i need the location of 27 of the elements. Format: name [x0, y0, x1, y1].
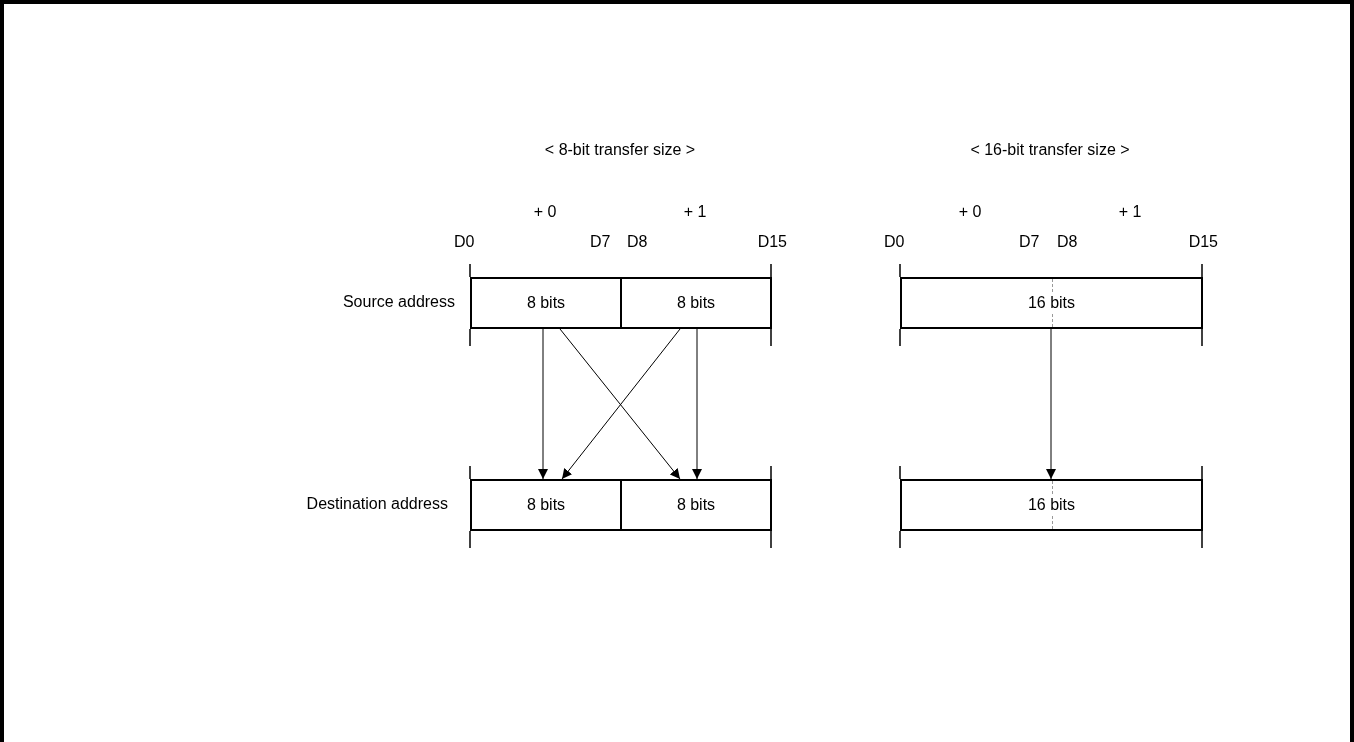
byte-offset: + 1 — [683, 202, 707, 222]
bit-label: D8 — [1057, 232, 1078, 252]
arrow — [692, 328, 702, 480]
bit-field-box — [470, 277, 622, 329]
bit-label: D15 — [757, 232, 787, 252]
arrow — [1046, 328, 1056, 480]
field-width-text: 16 bits — [1026, 495, 1077, 515]
row-label: Destination address — [306, 494, 448, 514]
bit-label: D8 — [627, 232, 648, 252]
bit-field-box — [470, 479, 622, 531]
bit-field-box — [620, 479, 772, 531]
heading: < 8-bit transfer size > — [544, 140, 696, 160]
bit-field-box — [620, 277, 772, 329]
bit-field-box — [900, 277, 1203, 329]
row-label: Source address — [342, 292, 455, 312]
bit-field-box — [900, 479, 1203, 531]
field-width-text: 16 bits — [1026, 293, 1077, 313]
bit-label: D0 — [454, 232, 475, 252]
bit-label: D15 — [1188, 232, 1218, 252]
bit-label: D7 — [590, 232, 611, 252]
heading: < 16-bit transfer size > — [970, 140, 1130, 160]
arrow — [538, 328, 548, 480]
bit-label: D7 — [1019, 232, 1040, 252]
byte-offset: + 0 — [958, 202, 982, 222]
byte-offset: + 1 — [1118, 202, 1142, 222]
bit-label: D0 — [884, 232, 905, 252]
byte-offset: + 0 — [533, 202, 557, 222]
